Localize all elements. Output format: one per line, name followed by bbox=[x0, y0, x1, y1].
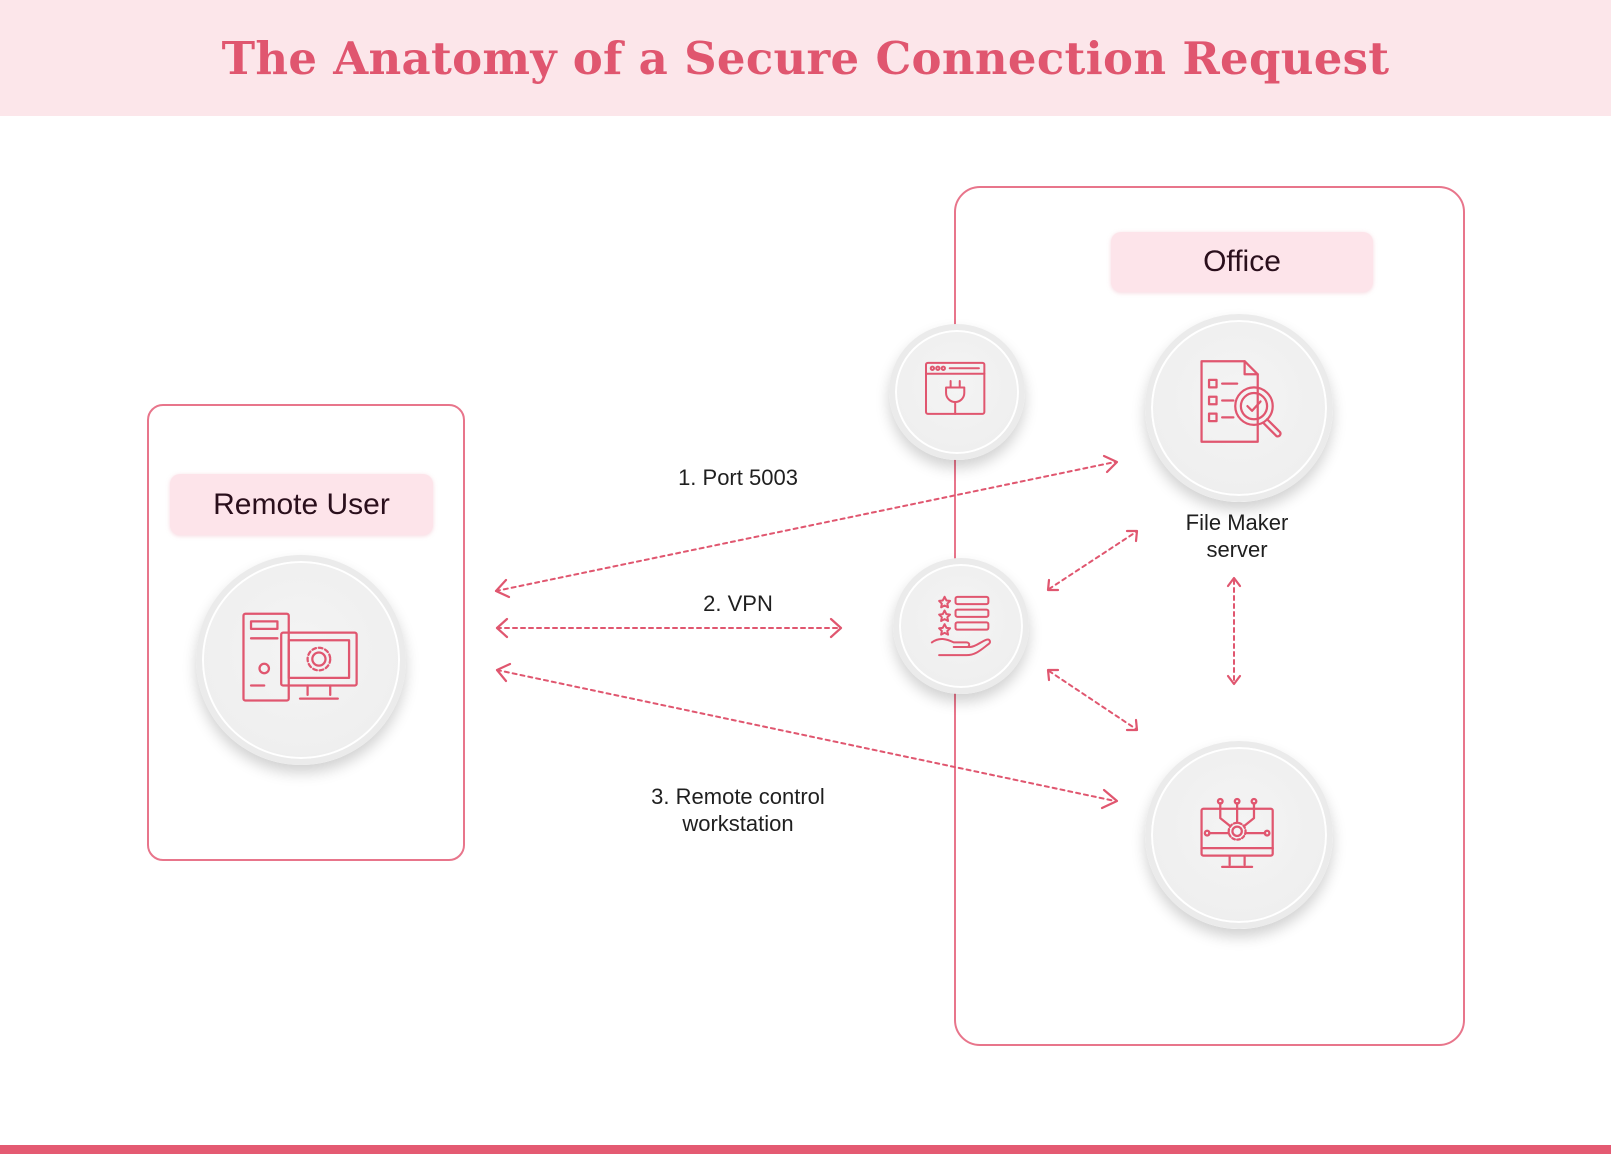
file-maker-server-label-line1: File Maker bbox=[1185, 510, 1289, 535]
browser-plug-icon bbox=[924, 361, 986, 415]
office-label: Office bbox=[1111, 232, 1373, 292]
vpn-node bbox=[893, 558, 1029, 694]
title-banner: The Anatomy of a Secure Connection Reque… bbox=[0, 0, 1611, 116]
remote-control-label: 3. Remote control workstation bbox=[618, 783, 858, 837]
page-title: The Anatomy of a Secure Connection Reque… bbox=[221, 31, 1390, 85]
computer-settings-icon bbox=[242, 612, 358, 702]
file-maker-server-label-line2: server bbox=[1206, 537, 1268, 562]
remote-control-label-line2: workstation bbox=[682, 811, 794, 836]
document-search-check-icon bbox=[1200, 360, 1282, 443]
remote-control-label-line1: 3. Remote control bbox=[651, 784, 825, 809]
remote-user-node bbox=[196, 555, 406, 765]
workstation-node bbox=[1145, 741, 1333, 929]
file-maker-server-label: File Maker server bbox=[1137, 509, 1337, 563]
port-5003-label: 1. Port 5003 bbox=[678, 465, 798, 490]
vpn-label: 2. VPN bbox=[703, 591, 773, 616]
bottom-accent-bar bbox=[0, 1145, 1611, 1154]
file-maker-server-node bbox=[1145, 314, 1333, 502]
monitor-circuit-gear-icon bbox=[1200, 797, 1274, 868]
remote-user-label: Remote User bbox=[170, 474, 433, 535]
hand-checklist-icon bbox=[930, 595, 991, 657]
port-gateway-node bbox=[889, 324, 1025, 460]
